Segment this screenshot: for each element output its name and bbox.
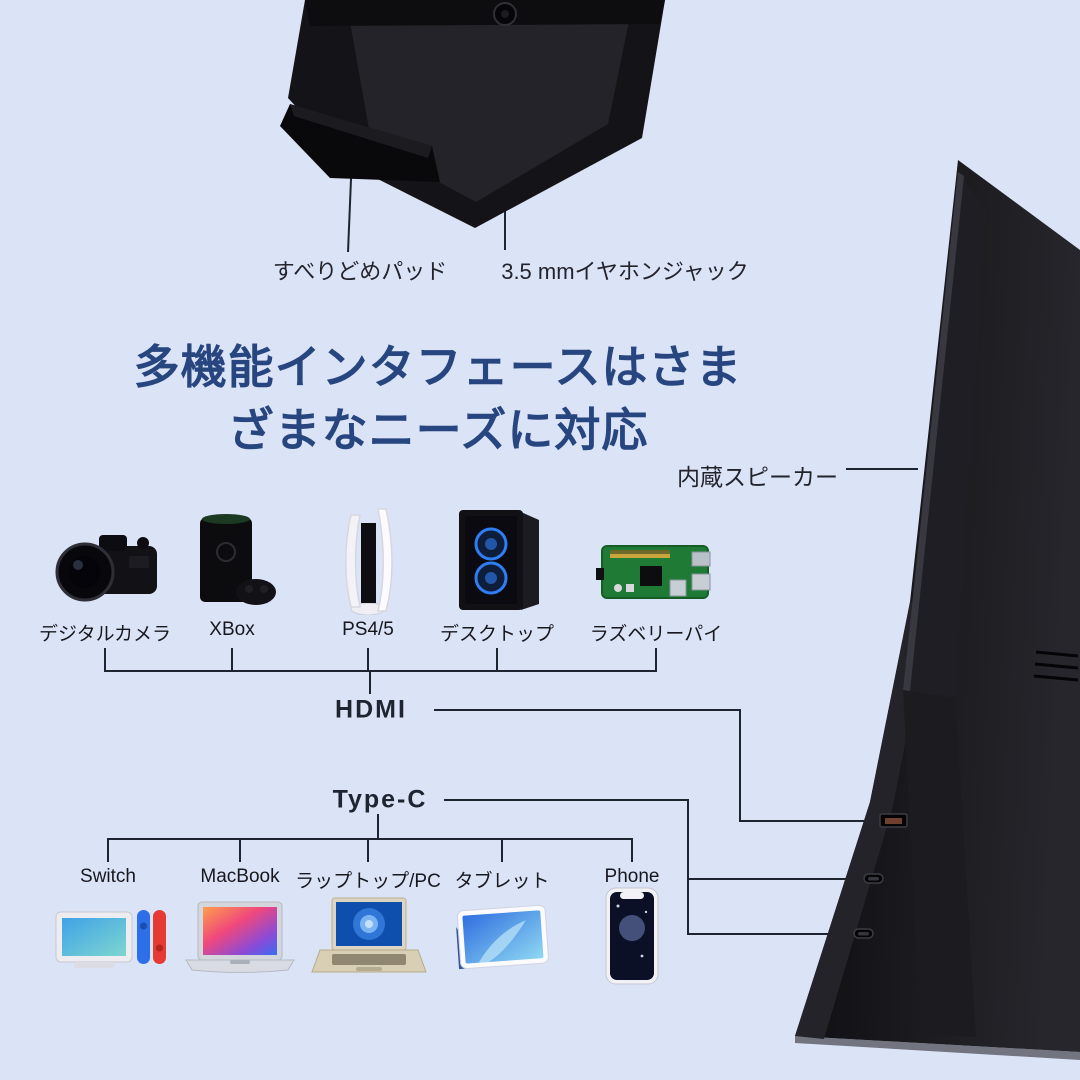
device-label-desktop: デスクトップ (439, 624, 555, 645)
laptop-pc-icon (311, 897, 427, 973)
speaker-grille (1033, 650, 1079, 682)
antislip-pad (280, 104, 440, 182)
device-label-macbook: MacBook (200, 866, 280, 887)
device-label-raspberry-pi: ラズベリーパイ (589, 624, 723, 645)
antislip-pad-label: すべりどめパッド (272, 259, 448, 284)
digital-camera-icon (55, 535, 157, 602)
device-label-tablet: タブレット (454, 871, 550, 892)
top-monitor-photo (280, 0, 665, 228)
device-label-ps45: PS4/5 (342, 619, 394, 640)
type-c-port-1 (863, 873, 884, 884)
tablet-icon (456, 904, 549, 970)
smartphone-icon (605, 887, 659, 985)
type-c-port-2 (853, 928, 874, 939)
hdmi-port (879, 813, 908, 828)
device-label-xbox: XBox (209, 619, 255, 640)
page-title: 多機能インタフェースはさま ざまなニーズに対応 (0, 336, 876, 462)
playstation-console-icon (345, 508, 393, 615)
device-label-digital-camera: デジタルカメラ (38, 624, 172, 645)
earphone-jack-hole (493, 2, 517, 26)
device-label-switch: Switch (80, 866, 136, 887)
raspberry-pi-icon (596, 545, 711, 599)
device-label-phone: Phone (604, 866, 660, 887)
earphone-jack-label: 3.5 mmイヤホンジャック (501, 259, 749, 284)
title-line-2: ざまなニーズに対応 (227, 404, 649, 456)
monitor-kickstand (903, 172, 986, 1037)
device-label-laptop-pc: ラップトップ/PC (295, 871, 441, 892)
built-in-speaker-label: 内蔵スピーカー (677, 464, 838, 490)
macbook-icon (185, 901, 295, 973)
type-c-label: Type-C (332, 785, 428, 814)
xbox-console-icon (200, 514, 276, 605)
desktop-tower-icon (459, 510, 539, 610)
hdmi-label: HDMI (335, 695, 407, 724)
nintendo-switch-icon (55, 910, 166, 968)
title-line-1: 多機能インタフェースはさま (133, 341, 743, 393)
rear-monitor-photo (795, 160, 1080, 1060)
